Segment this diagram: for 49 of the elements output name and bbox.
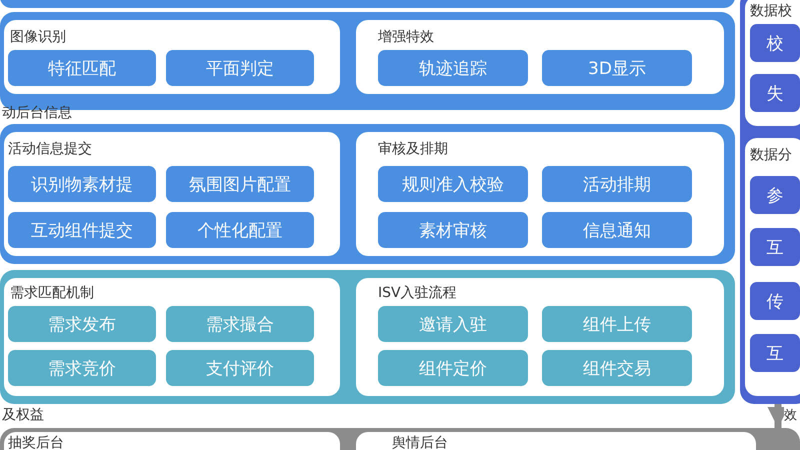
module-panel	[4, 278, 340, 396]
function-block: 3D显示	[542, 50, 692, 86]
function-block: 特征匹配	[8, 50, 156, 86]
section-title: 及权益	[2, 406, 44, 424]
panel-title: 数据分	[750, 146, 792, 164]
module-panel	[4, 132, 340, 256]
function-block: 信息通知	[542, 212, 692, 248]
panel-title: 图像识别	[10, 28, 66, 46]
function-block: 互动组件提交	[8, 212, 156, 248]
function-block: 氛围图片配置	[166, 166, 314, 202]
edge-label: 效	[784, 406, 797, 424]
function-block: 传	[750, 282, 800, 320]
section-band	[0, 270, 735, 404]
module-panel	[4, 20, 340, 94]
function-block: 校	[750, 24, 800, 62]
function-block: 邀请入驻	[378, 306, 528, 342]
function-block: 组件交易	[542, 350, 692, 386]
function-block: 互	[750, 334, 800, 372]
function-block: 组件定价	[378, 350, 528, 386]
function-block: 互	[750, 228, 800, 266]
module-panel	[745, 0, 800, 126]
module-panel	[356, 20, 724, 94]
function-block: 素材审核	[378, 212, 528, 248]
panel-title: 审核及排期	[378, 140, 448, 158]
module-panel	[356, 278, 724, 396]
panel-title: 舆情后台	[392, 434, 448, 450]
module-panel	[745, 138, 800, 396]
function-block: 需求撮合	[166, 306, 314, 342]
function-block: 支付评价	[166, 350, 314, 386]
module-panel	[356, 132, 724, 256]
function-block: 活动排期	[542, 166, 692, 202]
panel-title: 活动信息提交	[8, 140, 92, 158]
function-block: 组件上传	[542, 306, 692, 342]
panel-title: 数据校	[750, 2, 792, 20]
function-block: 需求发布	[8, 306, 156, 342]
panel-title: 抽奖后台	[8, 434, 64, 450]
section-band	[740, 0, 800, 404]
panel-title: 增强特效	[378, 28, 434, 46]
function-block: 识别物素材提	[8, 166, 156, 202]
panel-title: 需求匹配机制	[10, 284, 94, 302]
function-block: 轨迹追踪	[378, 50, 528, 86]
section-title: 动后台信息	[2, 104, 72, 122]
panel-title: ISV入驻流程	[378, 284, 457, 302]
function-block: 失	[750, 74, 800, 112]
function-block: 规则准入校验	[378, 166, 528, 202]
function-block: 个性化配置	[166, 212, 314, 248]
function-block: 参	[750, 176, 800, 214]
function-block: 需求竞价	[8, 350, 156, 386]
function-block: 平面判定	[166, 50, 314, 86]
